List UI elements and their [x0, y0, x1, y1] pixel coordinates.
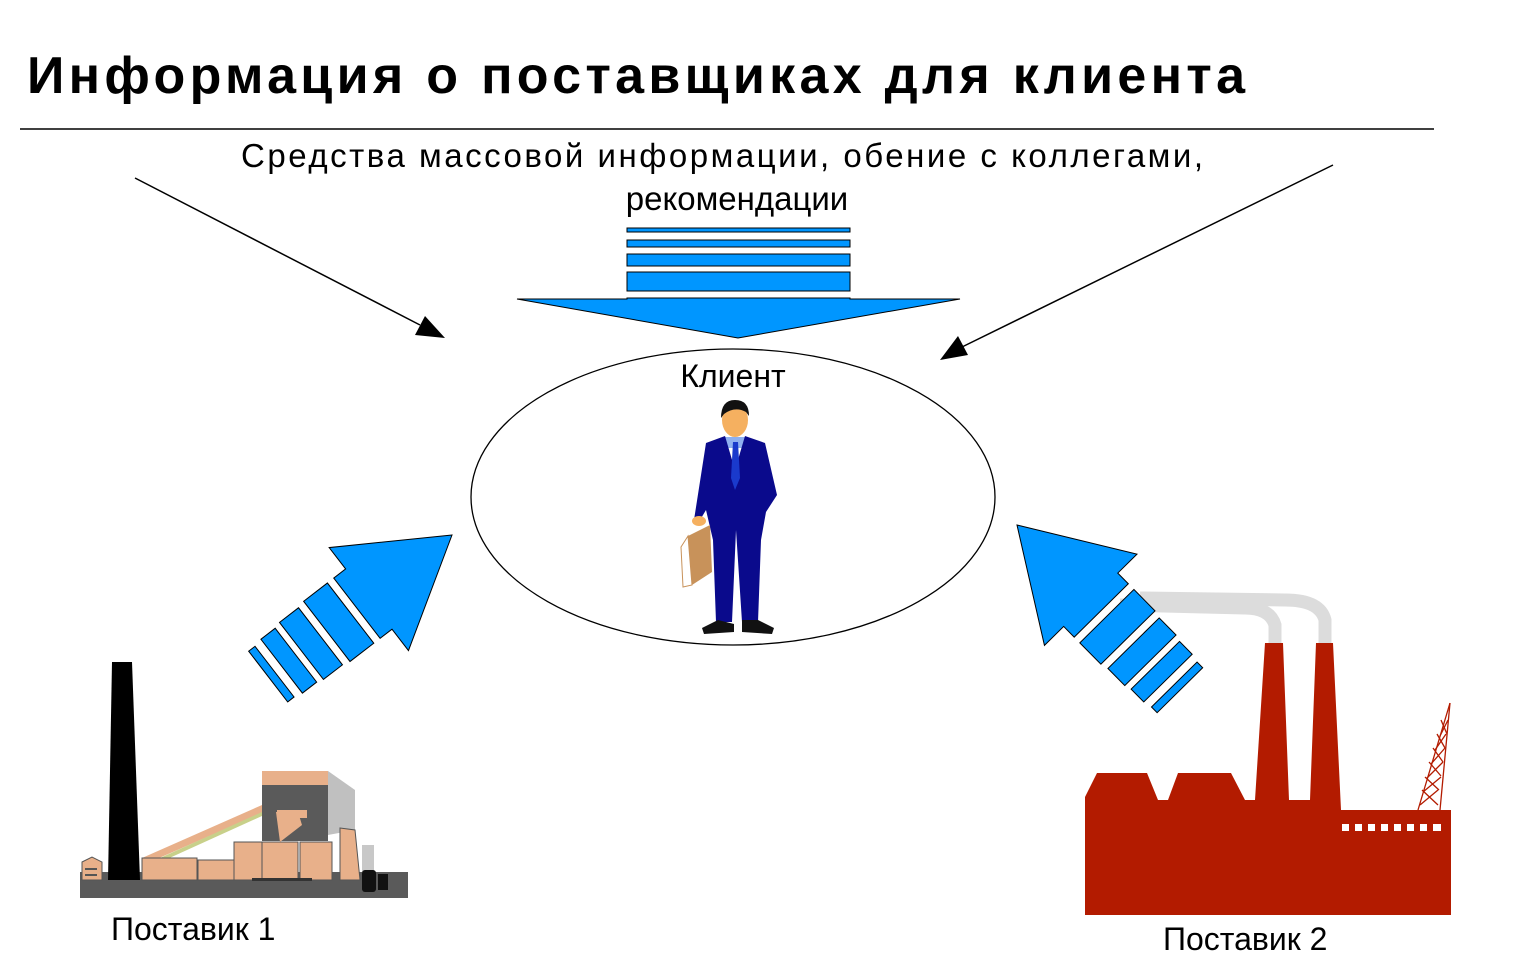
- media-down-arrow-icon: [516, 227, 961, 339]
- crane-tower: [1417, 702, 1451, 811]
- factory2-icon: [1085, 643, 1451, 915]
- supplier2-label: Поставик 2: [1163, 921, 1327, 957]
- businessman-icon: [680, 400, 777, 634]
- sources-text-line1: Средства массовой информации, обение с к…: [241, 137, 1203, 174]
- supplier1-arrow-icon: [247, 534, 453, 703]
- factory1-icon: [80, 662, 408, 898]
- supplier2-arrow-icon: [1016, 524, 1204, 714]
- page-title: Информация о поставщиках для клиента: [27, 47, 1246, 105]
- client-ellipse: [470, 348, 996, 646]
- right-thin-arrow-icon: [940, 164, 1334, 360]
- factory2-smoke: [1119, 591, 1332, 643]
- client-label: Клиент: [680, 358, 786, 394]
- supplier1-label: Поставик 1: [111, 911, 275, 947]
- left-thin-arrow-icon: [134, 177, 445, 338]
- sources-text-line2: рекомендации: [626, 180, 849, 217]
